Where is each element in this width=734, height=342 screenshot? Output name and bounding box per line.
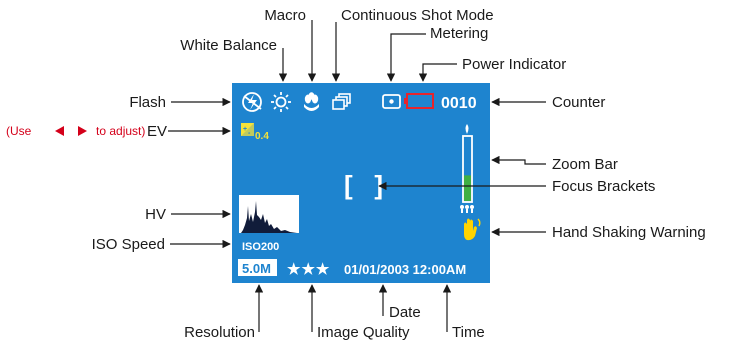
label-image-quality: Image Quality xyxy=(317,324,410,341)
label-use-adjust-suffix: to adjust) xyxy=(96,124,145,138)
label-use-adjust-prefix: (Use xyxy=(6,124,32,138)
left-arrow-icon xyxy=(55,126,64,136)
hand-shake-icon xyxy=(464,218,481,241)
label-date: Date xyxy=(389,304,421,321)
label-flash: Flash xyxy=(129,94,166,111)
label-hand-shaking-warning: Hand Shaking Warning xyxy=(552,224,706,241)
label-continuous-shot-mode: Continuous Shot Mode xyxy=(341,7,494,24)
label-macro: Macro xyxy=(264,7,306,24)
label-power-indicator: Power Indicator xyxy=(462,56,566,73)
quality-stars: ★★★ xyxy=(287,261,330,278)
histogram xyxy=(239,195,299,233)
label-white-balance: White Balance xyxy=(180,37,277,54)
label-counter: Counter xyxy=(552,94,605,111)
label-focus-brackets: Focus Brackets xyxy=(552,178,655,195)
ev-icon: + - xyxy=(241,123,254,137)
zoom-bar-fill xyxy=(464,175,471,201)
iso-value: ISO200 xyxy=(242,241,279,253)
ev-value: 0.4 xyxy=(255,131,269,142)
label-hv: HV xyxy=(145,206,166,223)
zoom-wide-icon xyxy=(460,205,474,213)
battery-icon xyxy=(404,93,434,109)
histogram-graph xyxy=(241,201,297,233)
svg-text:+: + xyxy=(243,126,247,133)
label-iso-speed: ISO Speed xyxy=(92,236,165,253)
counter-value: 0010 xyxy=(441,95,477,112)
focus-brackets: [ ] xyxy=(344,170,383,200)
flower-icon xyxy=(304,92,319,111)
resolution-value: 5.0M xyxy=(242,261,271,276)
lcd-screen xyxy=(232,83,490,283)
zoom-tele-icon xyxy=(465,124,469,134)
resolution-badge xyxy=(238,259,277,276)
label-resolution: Resolution xyxy=(184,324,255,341)
svg-text:-: - xyxy=(248,130,251,137)
continuous-shot-icon xyxy=(332,93,351,110)
label-metering: Metering xyxy=(430,25,488,42)
label-zoom-bar: Zoom Bar xyxy=(552,156,618,173)
right-arrow-icon xyxy=(78,126,87,136)
zoom-bar xyxy=(460,124,474,213)
date-time-value: 01/01/2003 12:00AM xyxy=(344,262,466,277)
flash-off-icon xyxy=(242,92,262,112)
label-time: Time xyxy=(452,324,485,341)
label-ev: EV xyxy=(147,123,167,140)
spot-metering-icon xyxy=(382,94,401,109)
sun-icon xyxy=(271,92,291,112)
